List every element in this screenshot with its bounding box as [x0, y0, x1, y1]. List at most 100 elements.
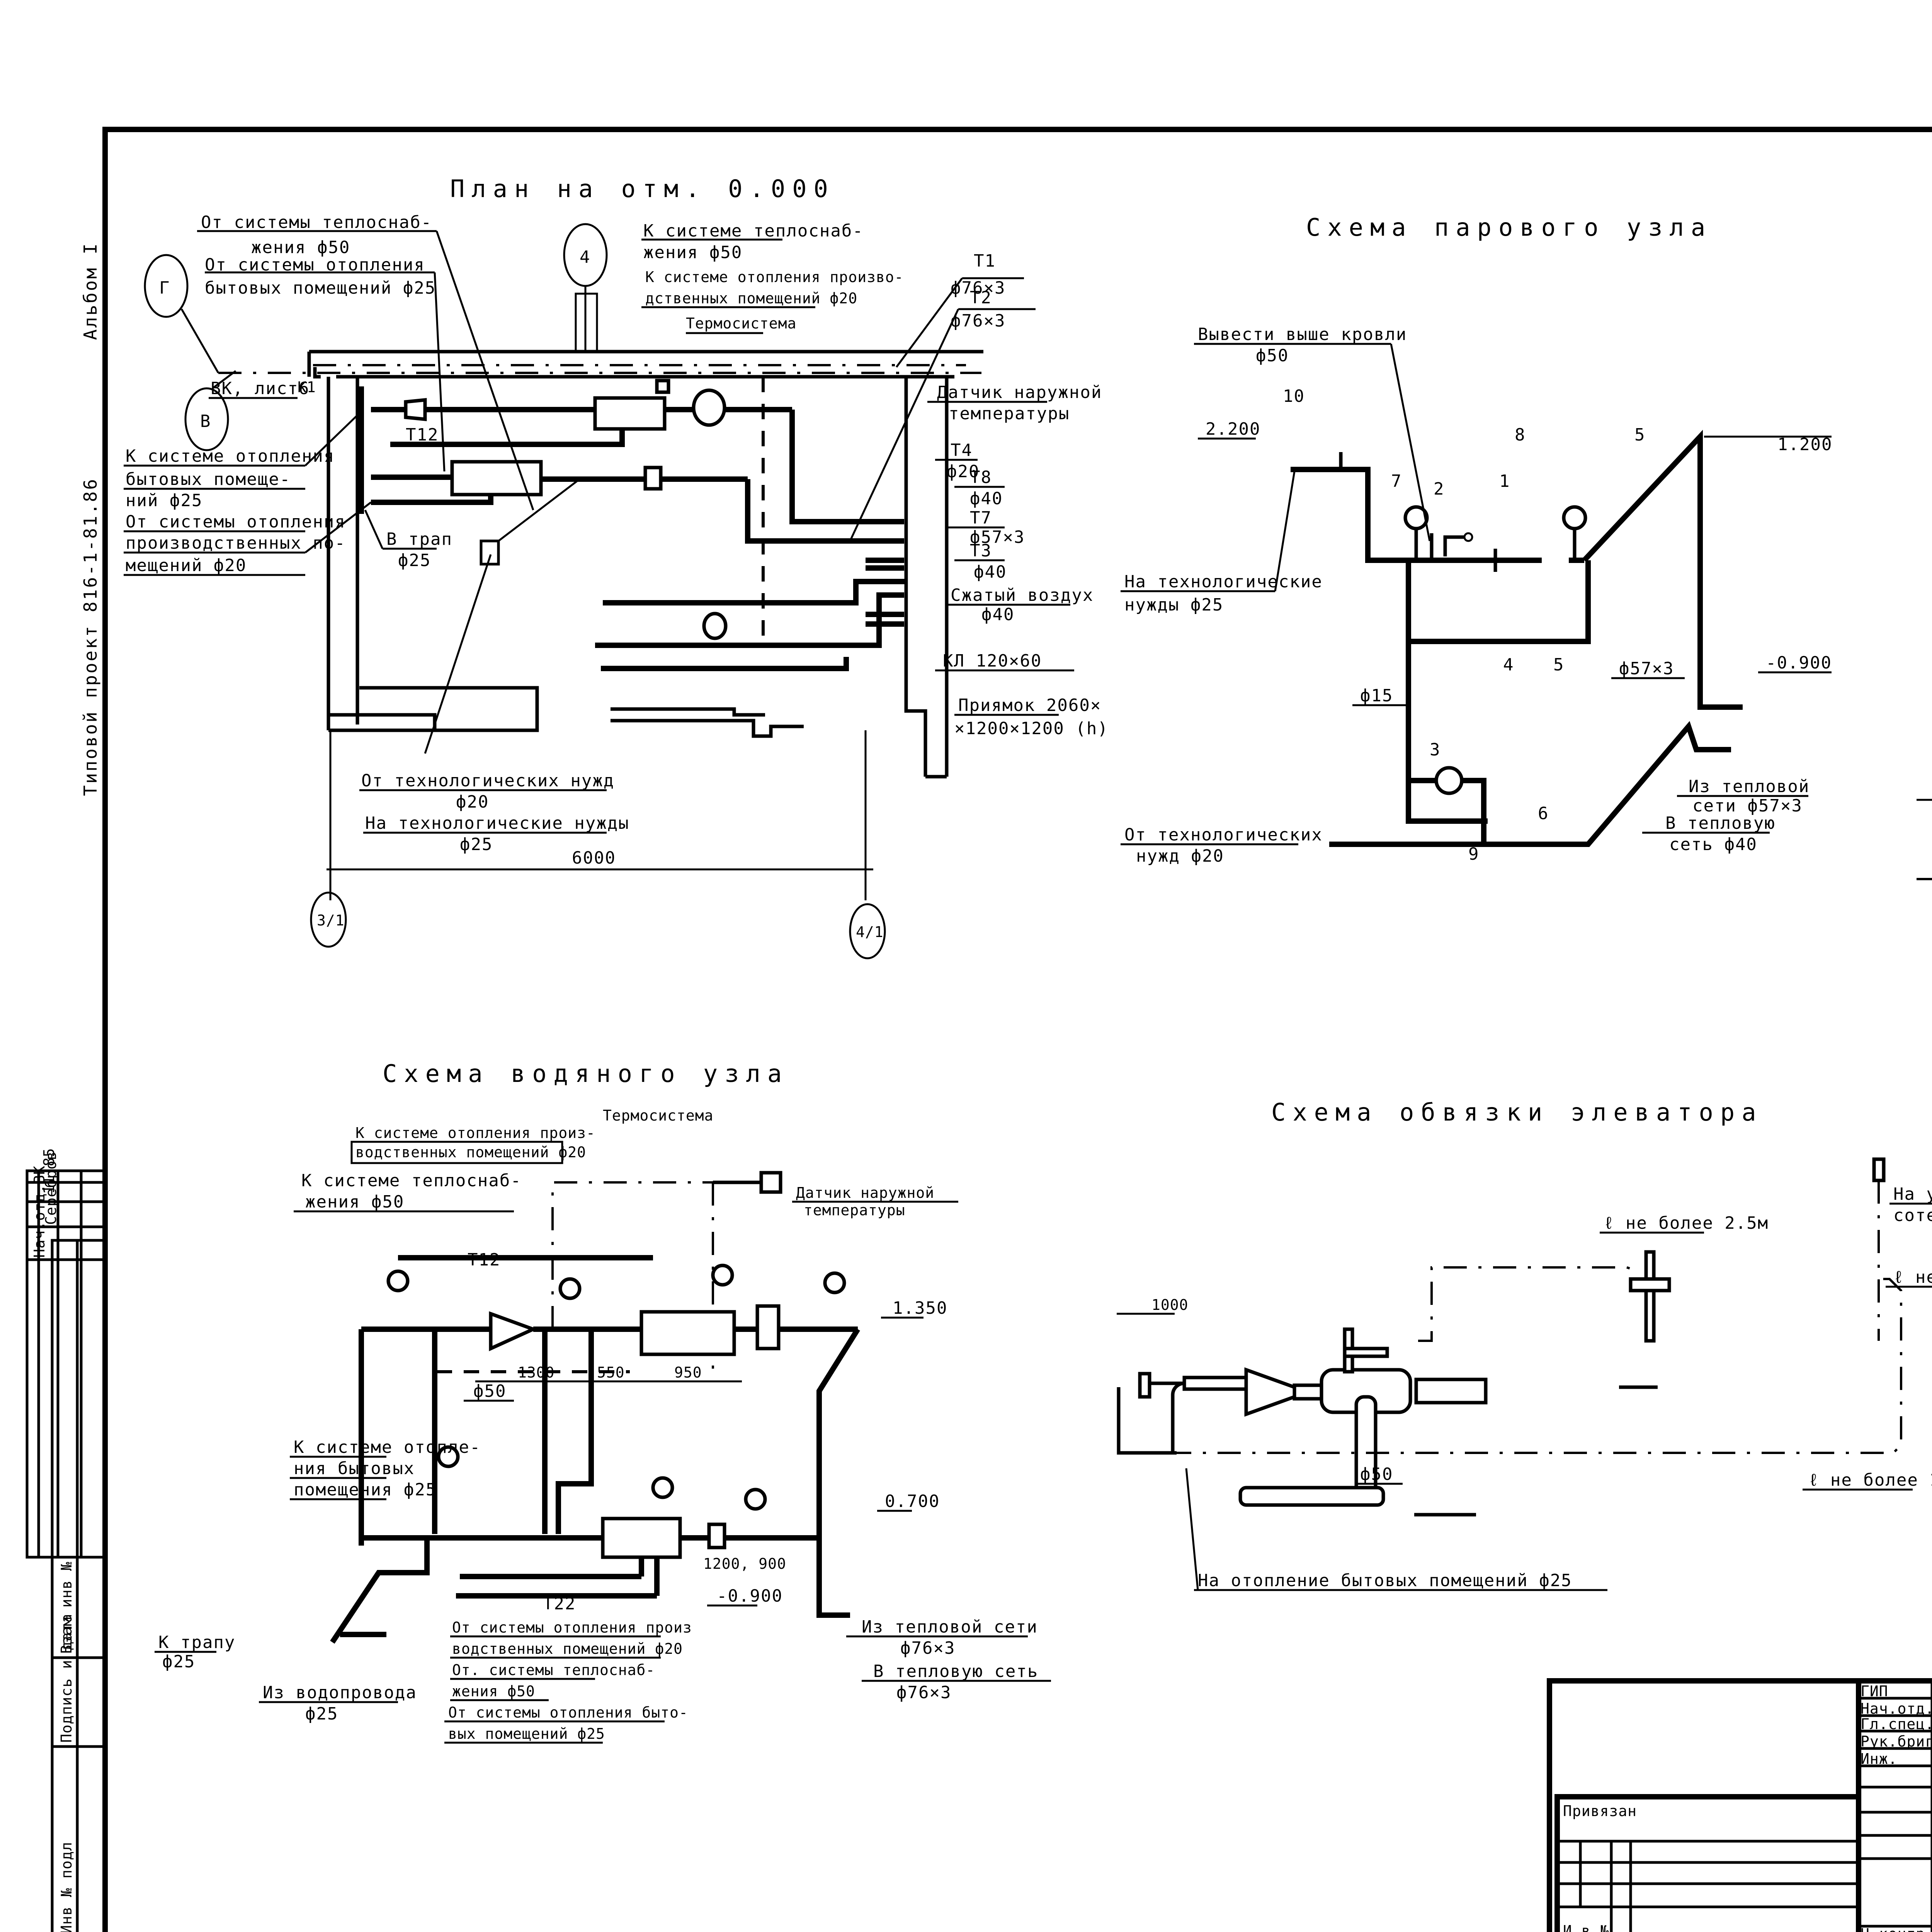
water-label: Из тепловой сети: [862, 1617, 1038, 1637]
steam-label: нужд ф20: [1136, 846, 1224, 866]
plan-label: ф40: [981, 605, 1014, 624]
axis-v-marker: [184, 387, 229, 451]
water-label: К системе теплоснаб-: [301, 1171, 522, 1190]
steam-label: -0.900: [1766, 653, 1832, 673]
plan-title: План на отм. 0.000: [450, 175, 835, 203]
water-label: ф76×3: [900, 1638, 955, 1658]
plan-label: К системе теплоснаб-: [643, 221, 864, 241]
plan-label: ВК, лист6: [211, 379, 310, 398]
plan-label: От системы отопления: [205, 255, 425, 275]
plan-label: К системе отопления произво-: [645, 269, 904, 286]
water-scheme: Схема водяного узла Термосистема К систе…: [155, 1060, 1051, 1744]
elevator-label: ℓ не более 2.5м: [1604, 1213, 1769, 1233]
steam-label: нужды ф25: [1124, 595, 1223, 615]
plan-drain-grate: [480, 539, 500, 566]
water-label: Т12: [468, 1250, 500, 1270]
signature-rows: ГИП Серебрякова 11.85 Нач.отд. Попова 11…: [1861, 1683, 1932, 1932]
plan-label: Т12: [406, 425, 439, 445]
elevator-label: ф50: [1360, 1464, 1393, 1484]
water-label: Термосистема: [603, 1107, 714, 1124]
plan-heat-exchanger-1: [593, 396, 667, 431]
water-label: Датчик наружной: [796, 1184, 934, 1201]
plan-view: План на отм. 0.000 Г В 4: [124, 175, 1108, 959]
project-side-label: Типовой проект 816-1-81.86: [80, 478, 101, 796]
sig-role: Рук.бриг.: [1861, 1733, 1932, 1750]
elevator-title: Схема обвязки элеватора: [1271, 1098, 1763, 1126]
axis-3-1-label: 3/1: [317, 912, 345, 929]
stamp-vzam-inv: Взам инв №: [58, 1561, 75, 1654]
steam-mark: 2: [1434, 479, 1445, 499]
sig-role: Инж.: [1861, 1750, 1898, 1767]
water-label: В тепловую сеть: [873, 1662, 1038, 1681]
water-lower-exchanger: [601, 1517, 682, 1559]
stamp-date: 11.85: [41, 1148, 58, 1194]
water-label: К системе отопления произ-: [355, 1124, 595, 1141]
water-elevator: [489, 1311, 538, 1351]
plan-elevator: [404, 398, 427, 421]
plan-label: В трап: [386, 529, 452, 549]
plan-label: Сжатый воздух: [951, 585, 1094, 605]
water-label: температуры: [804, 1202, 905, 1219]
plan-label: температуры: [949, 404, 1070, 423]
plan-label: К1: [298, 379, 316, 396]
axis-g-marker: [144, 254, 189, 318]
steam-label: ф57×3: [1619, 659, 1674, 679]
steam-mark: 9: [1468, 844, 1480, 864]
plan-label: ф57×3: [970, 527, 1025, 547]
elevator-label: соте не менее 3м: [1893, 1206, 1932, 1225]
steam-label: На технологические: [1124, 572, 1323, 592]
plan-label: производственных по-: [126, 533, 346, 553]
plan-label: Приямок 2060×: [958, 696, 1101, 715]
plan-label: ф25: [398, 551, 431, 570]
steam-label: ф15: [1360, 686, 1393, 706]
water-label: -0.900: [717, 1586, 783, 1606]
steam-pump: [1434, 766, 1464, 795]
plan-label: От технологических нужд: [361, 771, 614, 791]
plan-label: Датчик наружной: [937, 383, 1102, 402]
album-label: Альбом I: [80, 242, 101, 340]
inv-no-label: И в №: [1563, 1922, 1609, 1932]
plan-label: К системе отопления: [126, 446, 335, 466]
water-label: жения ф50: [305, 1192, 404, 1212]
steam-scheme: Схема парового узла Вывести выше кровли …: [1121, 213, 1832, 866]
steam-mark: 7: [1391, 471, 1402, 491]
plan-label: Т7: [970, 508, 992, 528]
plan-dimension: 6000: [572, 848, 616, 868]
plan-label: На технологические нужды: [365, 813, 629, 833]
plan-label: Термосистема: [686, 315, 797, 332]
plan-label: жения ф50: [643, 243, 742, 262]
water-label: ф25: [305, 1704, 338, 1724]
axis-4-1-label: 4/1: [856, 923, 884, 940]
privyazan-label: Привязан: [1563, 1803, 1637, 1820]
sig-role: Гл.спец.: [1861, 1716, 1932, 1733]
stamp-serebrov: Серебров: [43, 1151, 60, 1225]
steam-label: сеть ф40: [1669, 835, 1757, 854]
water-heat-exchanger: [639, 1310, 736, 1356]
stamp-inv-podl: Инв № подл: [58, 1842, 75, 1932]
side-labels: Альбом I Типовой проект 816-1-81.86: [80, 242, 101, 796]
return-collector: Обратный коллектор От элеватора ф25 13 ф…: [1917, 799, 1932, 880]
plan-label: дственных помещений ф20: [645, 290, 857, 307]
steam-mark: 6: [1538, 804, 1549, 823]
plan-label: ф20: [456, 792, 489, 812]
plan-label: ф76×3: [951, 311, 1005, 331]
plan-label: От системы теплоснаб-: [201, 213, 432, 232]
steam-mark: 3: [1430, 740, 1441, 760]
elevator-scheme: Схема обвязки элеватора 1000 ф50 ℓ не бо…: [1117, 1098, 1932, 1591]
axis-4-label: 4: [580, 247, 591, 267]
water-label: От системы отопления быто-: [448, 1704, 688, 1721]
steam-label: 1.200: [1777, 435, 1832, 454]
plan-label: Т3: [970, 541, 992, 561]
steam-mark: 1: [1499, 471, 1510, 491]
water-label: Из водопровода: [263, 1683, 417, 1702]
axis-g-label: Г: [159, 278, 170, 298]
steam-mark: 8: [1515, 425, 1526, 445]
water-label: 1.350: [893, 1298, 947, 1318]
water-title: Схема водяного узла: [383, 1060, 789, 1088]
steam-label: 2.200: [1206, 419, 1260, 439]
stamp-nach-otd: Нач.отд.ВК: [31, 1165, 48, 1258]
steam-label: В тепловую: [1665, 813, 1776, 833]
steam-label: От технологических: [1124, 825, 1323, 845]
sheet-frame: [102, 127, 1932, 1932]
